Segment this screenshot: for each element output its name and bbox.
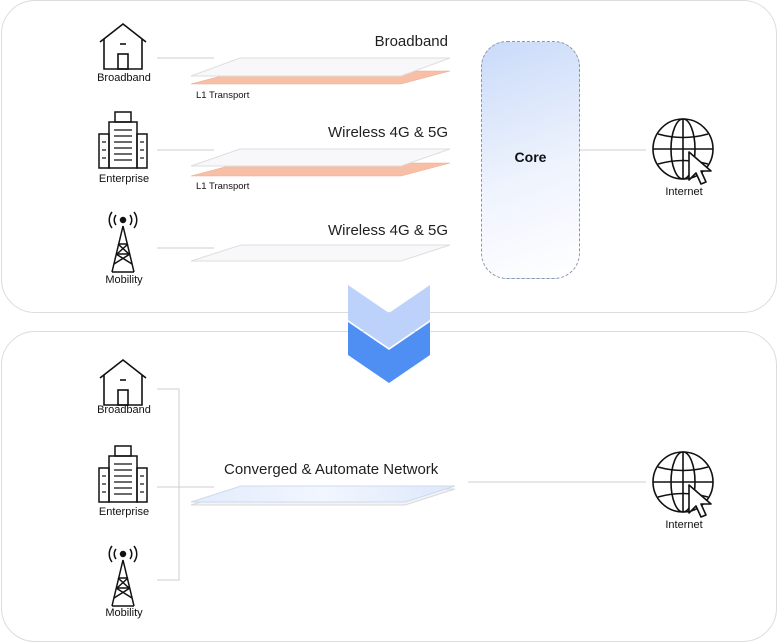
converged-network-label: Converged & Automate Network — [224, 461, 439, 478]
cursor-icon — [688, 484, 712, 518]
transport-label-1: L1 Transport — [196, 90, 250, 101]
internet-label-bottom: Internet — [665, 519, 703, 531]
wireless-network-layers-1 — [190, 148, 451, 177]
transport-label-2: L1 Transport — [196, 181, 250, 192]
transition-arrow-icon — [348, 285, 430, 383]
wireless-network-layers-2 — [190, 244, 451, 262]
network-layer — [190, 148, 451, 167]
top-connectors — [157, 57, 646, 249]
source-label-mobility: Mobility — [105, 607, 143, 619]
source-label-enterprise: Enterprise — [98, 173, 150, 185]
network-label-wireless-2: Wireless 4G & 5G — [327, 222, 448, 239]
core-box — [481, 41, 580, 279]
network-label-wireless-1: Wireless 4G & 5G — [327, 124, 448, 141]
cell-tower-icon — [108, 211, 138, 273]
network-layer — [190, 57, 451, 77]
broadband-network-layers — [190, 57, 451, 85]
cell-tower-icon — [108, 545, 138, 607]
bottom-connectors — [157, 388, 646, 581]
building-icon — [98, 111, 148, 169]
house-icon — [99, 358, 147, 406]
core-label: Core — [514, 149, 547, 165]
house-icon — [99, 22, 147, 70]
internet-label-top: Internet — [665, 186, 703, 198]
converged-network-layer — [190, 485, 456, 506]
source-label-broadband: Broadband — [97, 404, 151, 416]
source-label-mobility: Mobility — [105, 274, 143, 286]
building-icon — [98, 445, 148, 503]
network-layer — [190, 244, 451, 262]
globe-icon — [652, 451, 714, 513]
source-label-enterprise: Enterprise — [98, 506, 150, 518]
globe-icon — [652, 118, 714, 180]
network-label-broadband: Broadband — [374, 33, 448, 50]
cursor-icon — [688, 151, 712, 185]
source-label-broadband: Broadband — [97, 72, 151, 84]
